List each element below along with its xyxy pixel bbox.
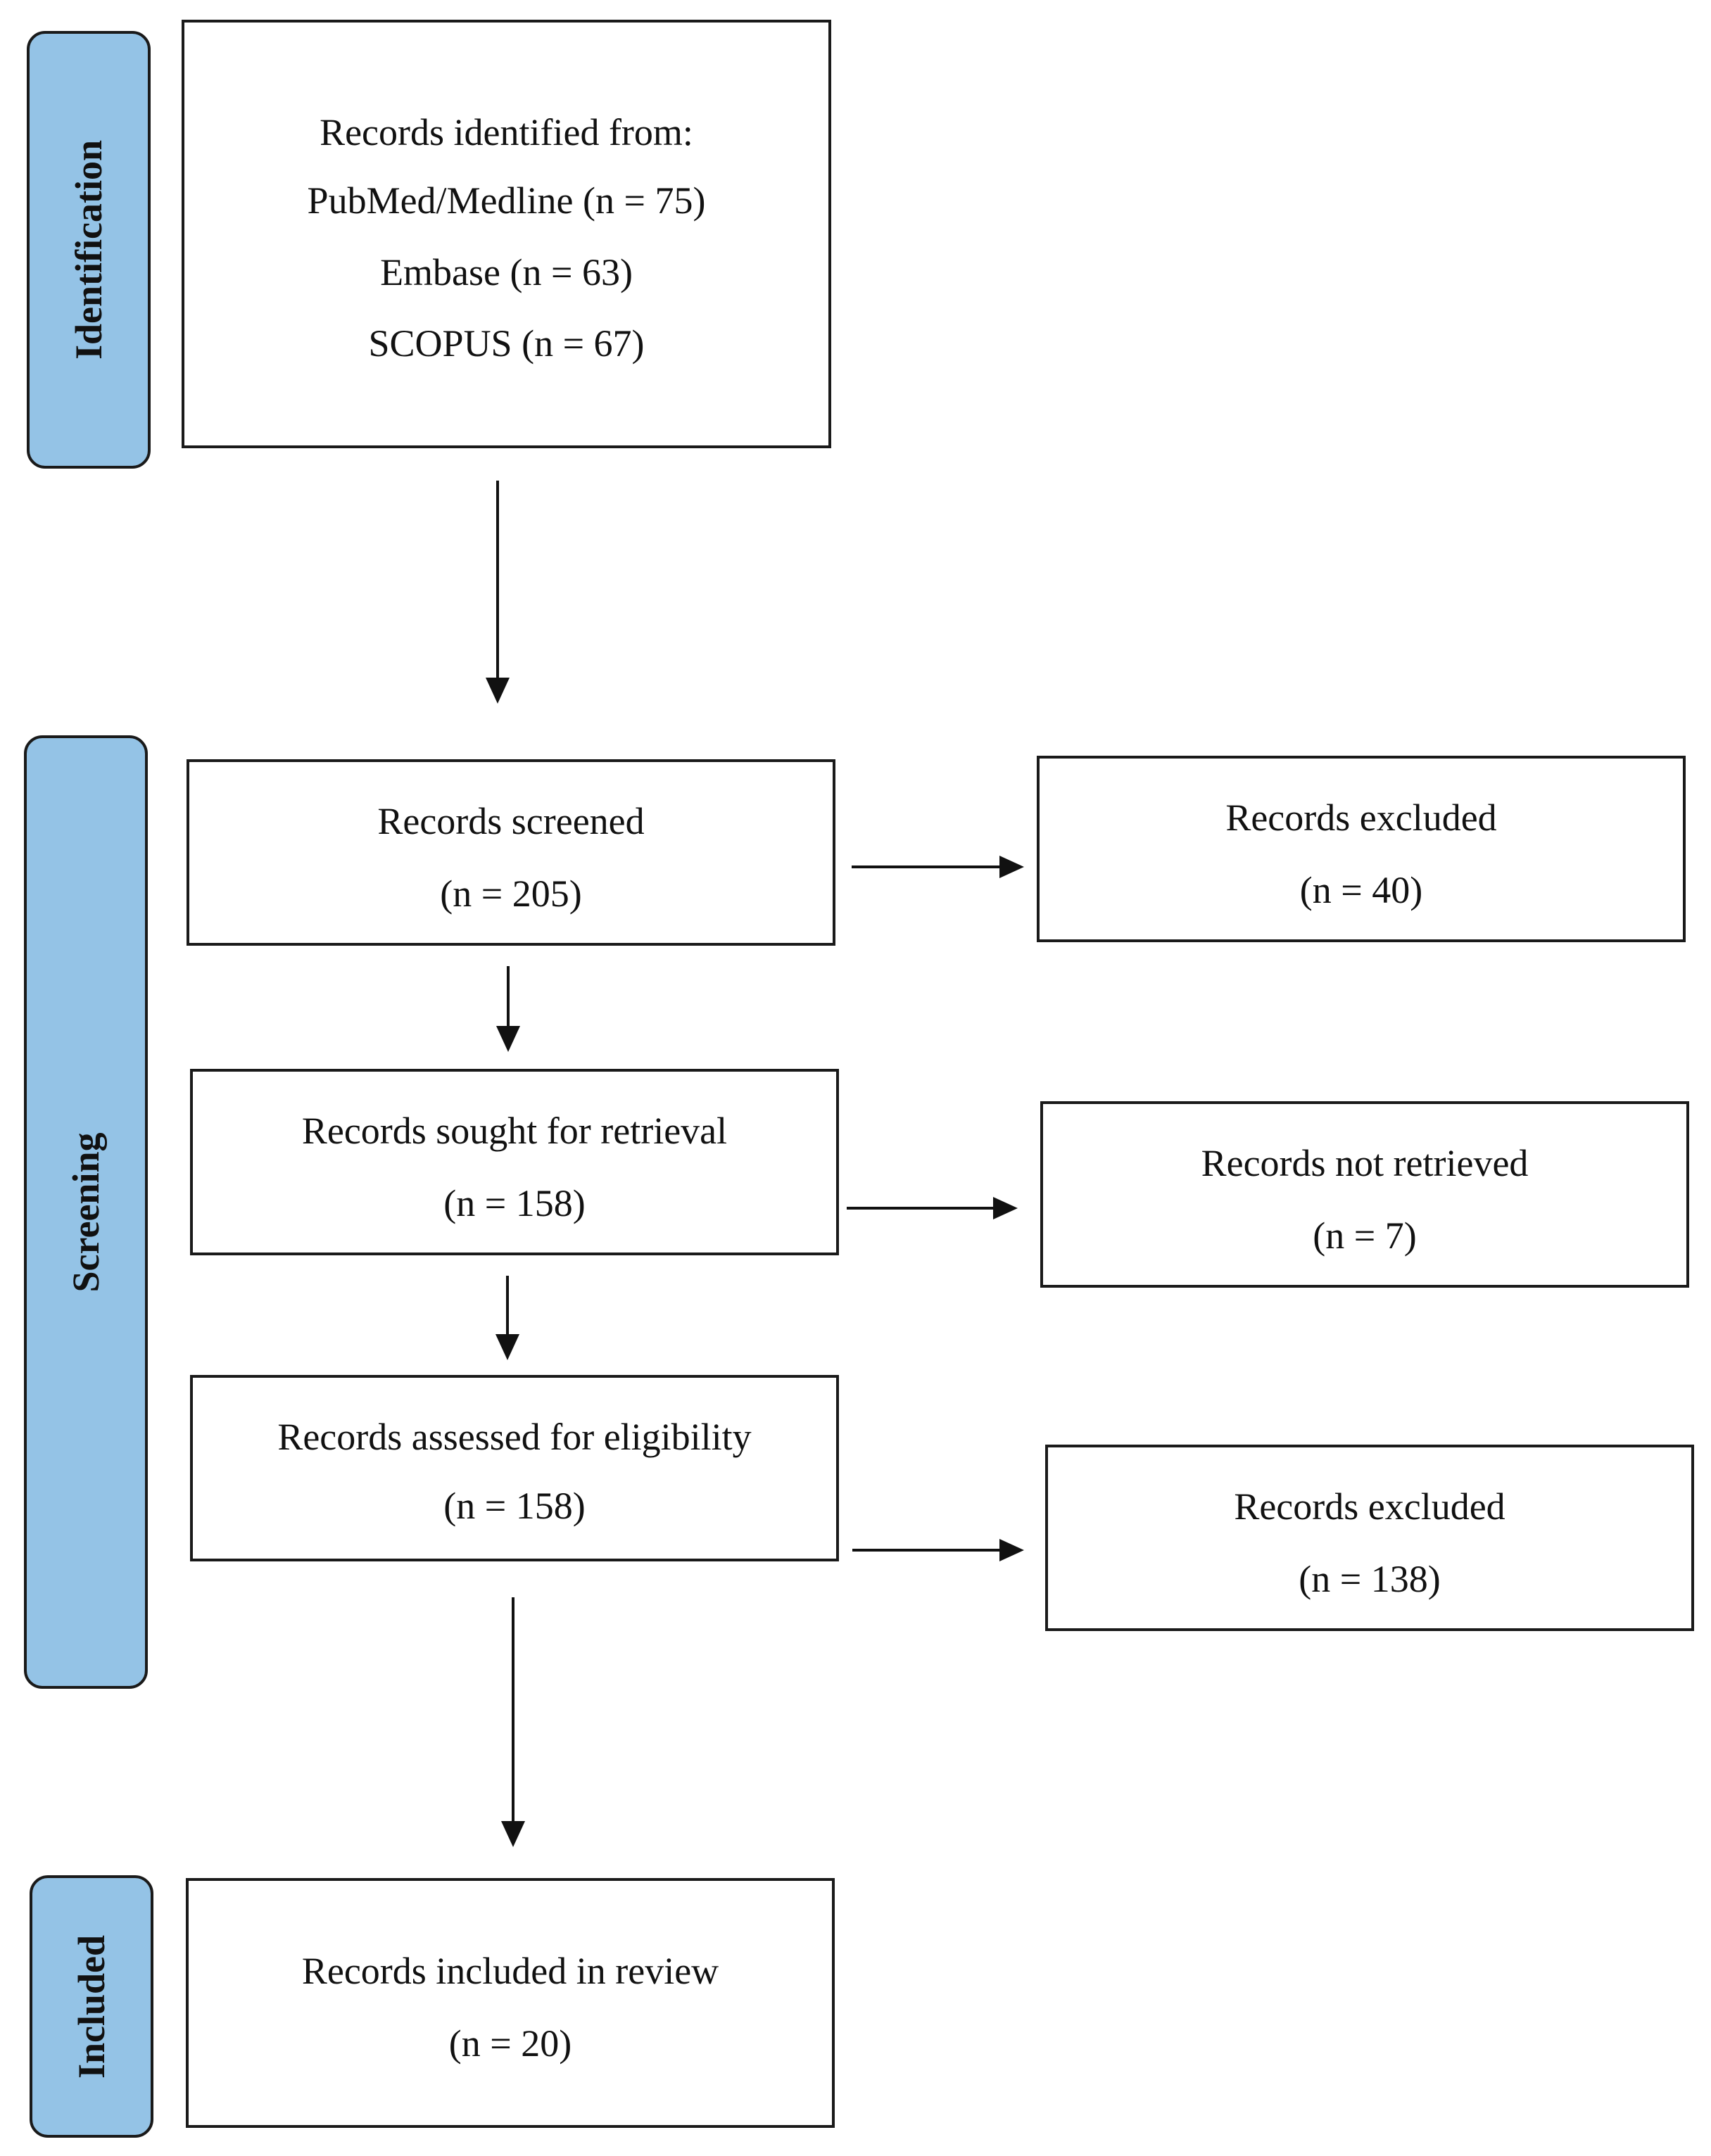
records-excluded-screening-box: Records excluded (n = 40)	[1037, 756, 1686, 942]
records-excluded-screening-count: (n = 40)	[1299, 869, 1423, 911]
source-pubmed: PubMed/Medline (n = 75)	[307, 179, 706, 222]
records-included-box: Records included in review (n = 20)	[186, 1878, 835, 2128]
records-screened-box: Records screened (n = 205)	[187, 759, 835, 946]
records-excluded-eligibility-box: Records excluded (n = 138)	[1045, 1445, 1694, 1631]
source-scopus: SCOPUS (n = 67)	[368, 322, 645, 364]
records-included-label: Records included in review	[301, 1950, 719, 1992]
arrowhead-identified-to-screened	[486, 678, 510, 704]
records-identified-box: Records identified from: PubMed/Medline …	[182, 20, 831, 448]
source-embase: Embase (n = 63)	[380, 251, 633, 293]
stage-included-tab: Included	[30, 1875, 153, 2138]
records-assessed-count: (n = 158)	[443, 1485, 586, 1527]
arrowhead-sought-to-assessed	[495, 1334, 519, 1360]
records-sought-count: (n = 158)	[443, 1182, 586, 1224]
records-screened-count: (n = 205)	[440, 873, 582, 915]
records-included-count: (n = 20)	[448, 2022, 572, 2065]
records-not-retrieved-count: (n = 7)	[1313, 1215, 1417, 1257]
records-assessed-label: Records assessed for eligibility	[277, 1416, 752, 1458]
stage-identification-tab: Identification	[27, 31, 151, 469]
arrowhead-screened-to-excluded	[999, 856, 1024, 878]
records-screened-label: Records screened	[377, 800, 645, 842]
arrowhead-sought-to-not-retrieved	[993, 1197, 1018, 1219]
records-sought-box: Records sought for retrieval (n = 158)	[190, 1069, 839, 1255]
records-assessed-box: Records assessed for eligibility (n = 15…	[190, 1375, 839, 1561]
records-sought-label: Records sought for retrieval	[301, 1110, 728, 1152]
arrowhead-assessed-to-included	[501, 1821, 525, 1847]
records-excluded-screening-label: Records excluded	[1225, 797, 1497, 839]
records-excluded-eligibility-count: (n = 138)	[1299, 1558, 1441, 1600]
records-identified-heading: Records identified from:	[320, 111, 693, 153]
records-not-retrieved-label: Records not retrieved	[1201, 1142, 1529, 1184]
arrowhead-screened-to-sought	[496, 1026, 520, 1052]
arrowhead-assessed-to-excluded	[999, 1539, 1024, 1561]
records-excluded-eligibility-label: Records excluded	[1234, 1485, 1505, 1528]
records-not-retrieved-box: Records not retrieved (n = 7)	[1040, 1101, 1689, 1288]
stage-screening-tab: Screening	[24, 735, 148, 1689]
